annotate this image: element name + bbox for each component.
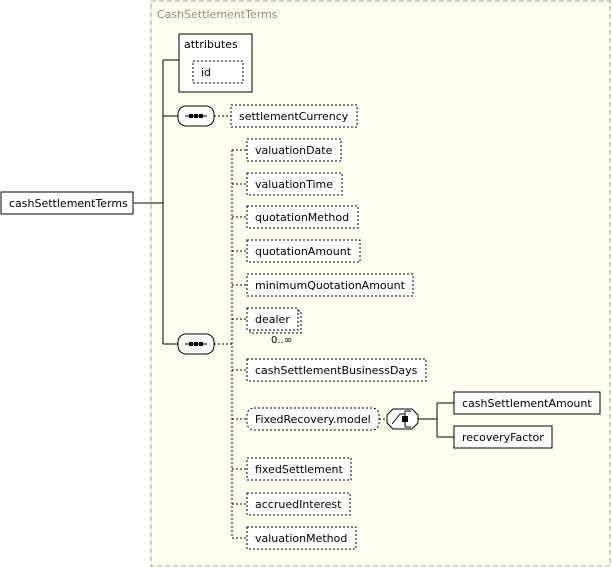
element-accrued-interest[interactable]: accruedInterest <box>246 492 351 516</box>
element-label: accruedInterest <box>255 498 342 511</box>
element-label: recoveryFactor <box>462 431 544 444</box>
element-valuation-date[interactable]: valuationDate <box>246 138 342 162</box>
element-label: fixedSettlement <box>255 463 344 476</box>
element-minimum-quotation-amount[interactable]: minimumQuotationAmount <box>246 273 414 297</box>
sequence-compositor-2[interactable] <box>177 333 215 355</box>
elements-layer: settlementCurrency valuationDate valuation… <box>230 104 601 550</box>
element-valuation-method[interactable]: valuationMethod <box>246 526 357 550</box>
element-label: FixedRecovery.model <box>255 413 371 426</box>
element-label: cashSettlementBusinessDays <box>255 364 418 377</box>
element-label: valuationMethod <box>255 532 347 545</box>
complex-type-title: CashSettlementTerms <box>157 8 278 21</box>
sequence-compositor-1[interactable] <box>177 105 215 127</box>
attribute-id-box[interactable] <box>192 60 244 84</box>
root-element-box[interactable] <box>0 191 134 215</box>
element-label: valuationTime <box>255 178 333 191</box>
element-label: quotationMethod <box>255 211 349 224</box>
element-label: settlementCurrency <box>239 110 349 123</box>
element-fixed-recovery-model[interactable]: FixedRecovery.model <box>246 407 380 431</box>
element-label: minimumQuotationAmount <box>255 279 406 292</box>
root-element-label: cashSettlementTerms <box>9 197 128 210</box>
element-valuation-time[interactable]: valuationTime <box>246 172 343 196</box>
element-quotation-amount[interactable]: quotationAmount <box>246 239 361 263</box>
element-dealer[interactable]: dealer 0..∞ <box>246 307 302 346</box>
element-fixed-settlement[interactable]: fixedSettlement <box>246 457 352 481</box>
element-label: valuationDate <box>255 144 333 157</box>
element-cash-settlement-business-days[interactable]: cashSettlementBusinessDays <box>246 358 427 382</box>
element-label: cashSettlementAmount <box>462 397 592 410</box>
element-quotation-method[interactable]: quotationMethod <box>246 205 359 229</box>
element-label: quotationAmount <box>255 245 352 258</box>
element-cash-settlement-amount[interactable]: cashSettlementAmount <box>453 391 601 415</box>
attributes-group-label: attributes <box>184 38 238 51</box>
element-settlement-currency[interactable]: settlementCurrency <box>230 104 358 128</box>
attribute-id-label: id <box>201 66 211 79</box>
choice-compositor[interactable] <box>386 408 419 430</box>
connector-lines <box>134 59 454 438</box>
element-recovery-factor[interactable]: recoveryFactor <box>453 425 553 449</box>
occurrence-label: 0..∞ <box>271 335 292 346</box>
element-label: dealer <box>255 313 290 326</box>
